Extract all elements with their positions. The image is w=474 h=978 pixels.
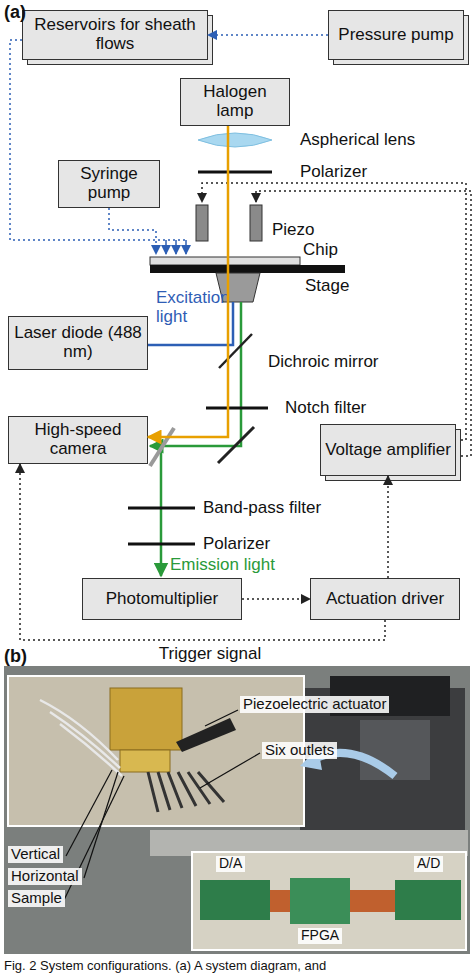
photo-inset (192, 852, 466, 950)
edge-label: Trigger signal (130, 644, 290, 663)
component-label: Piezoelectric actuator (240, 696, 389, 713)
mirror (218, 427, 254, 463)
component-label: Emission light (170, 555, 275, 574)
photo-board (200, 880, 270, 920)
photo-chip (120, 750, 170, 772)
band-pass-filter (128, 507, 195, 510)
flow-inlet-arrow (185, 240, 187, 254)
leader-line (84, 772, 118, 878)
signal-arrow (242, 598, 310, 600)
beam-splitter (150, 428, 174, 466)
component-label: Six outlets (262, 742, 337, 759)
component-label: Vertical (8, 846, 63, 863)
component-label: Excitation light (156, 288, 236, 326)
component-label: Dichroic mirror (268, 352, 379, 371)
leader-line (205, 710, 238, 726)
component-label: Aspherical lens (300, 130, 415, 149)
photo-ribbon-cable (270, 890, 290, 912)
instrument-box: Voltage amplifier (320, 424, 456, 476)
node-text: Pressure pump (338, 26, 453, 45)
sample-flow-line (109, 208, 156, 254)
photo-tubes (40, 700, 122, 776)
instrument-box: Halogen lamp (180, 78, 290, 126)
notch-filter (206, 407, 268, 410)
node-text: Syringe pump (61, 165, 157, 202)
piezo-actuator (250, 205, 262, 241)
component-label: Horizontal (8, 868, 82, 885)
flow-inlet-arrow (165, 240, 167, 254)
component-label: (a) (4, 2, 26, 22)
piezo-actuator (196, 205, 208, 241)
photo-board (290, 878, 350, 924)
instrument-box: Photomultiplier (82, 578, 242, 620)
node-text: High-speed camera (11, 421, 145, 458)
node-text: Photomultiplier (106, 590, 218, 609)
instrument-box: High-speed camera (8, 416, 148, 464)
instrument-box: Laser diode (488 nm) (8, 316, 148, 370)
sheath-flow-line (10, 40, 188, 240)
photo-ribbon-cable (350, 890, 395, 912)
photo-outlets (148, 772, 224, 812)
instrument-box: Pressure pump (328, 10, 464, 60)
polarizer-symbol (198, 171, 272, 174)
component-label: FPGA (298, 928, 342, 944)
signal-arrow (20, 464, 385, 640)
node-text: Halogen lamp (183, 83, 287, 120)
component-label: A/D (414, 856, 443, 872)
photo-board (395, 880, 461, 920)
component-label: Band-pass filter (203, 498, 321, 517)
figure-caption: Fig. 2 System configurations. (a) A syst… (4, 958, 470, 974)
emission-beam (160, 446, 163, 576)
signal-arrow (148, 126, 228, 437)
component-label: Sample (8, 890, 65, 907)
photo-piezo (176, 718, 236, 752)
component-label: Polarizer (203, 534, 270, 553)
microfluidic-chip (150, 257, 300, 265)
drive-wire (256, 191, 471, 456)
flow-inlet-arrow (175, 240, 177, 254)
instrument-box: Actuation driver (310, 578, 460, 620)
node-text: Actuation driver (326, 590, 444, 609)
photo-background (4, 666, 470, 954)
component-label: Chip (303, 240, 338, 259)
component-label: Piezo (272, 220, 315, 239)
instrument-box: Syringe pump (58, 160, 160, 208)
signal-arrow (387, 476, 389, 578)
stage (150, 265, 345, 273)
aspherical-lens (198, 133, 272, 147)
dichroic-mirror (219, 334, 252, 368)
instrument-box: Reservoirs for sheath flows (22, 10, 208, 60)
component-label: D/A (216, 856, 245, 872)
component-label: Stage (305, 276, 349, 295)
component-label: (b) (4, 646, 27, 666)
node-text: Laser diode (488 nm) (11, 324, 145, 361)
node-text: Reservoirs for sheath flows (25, 16, 205, 53)
component-label: Polarizer (300, 162, 367, 181)
photo-chip-holder (110, 688, 182, 750)
signal-arrow (208, 34, 328, 36)
node-text: Voltage amplifier (325, 441, 451, 460)
polarizer-symbol (128, 543, 195, 546)
component-label: Notch filter (285, 398, 366, 417)
leader-line (200, 753, 260, 788)
